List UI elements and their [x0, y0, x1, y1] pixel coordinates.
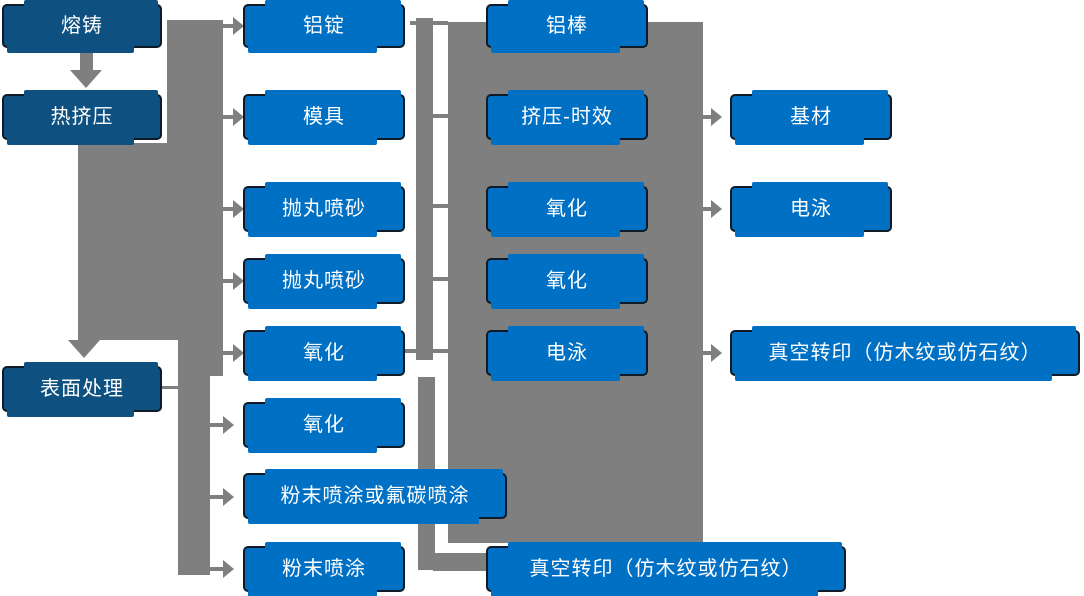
- arrow-to-electrophoresis-head-icon: [711, 200, 722, 218]
- connector-stub-shot-blast-1: [432, 204, 448, 208]
- node-melt-cast: 熔铸: [2, 0, 162, 53]
- node-vacuum-transfer-right: 真空转印（仿木纹或仿石纹）: [730, 326, 1080, 381]
- node-shot-blast-2: 抛丸喷砂: [243, 254, 405, 309]
- arrow-melt-to-extrusion-shaft: [80, 48, 93, 72]
- connector-band-extrusion-main: [78, 143, 223, 340]
- node-oxidation-3: 氧化: [486, 182, 648, 237]
- node-oxidation-1: 氧化: [243, 326, 405, 381]
- connector-stub-oxidation: [405, 349, 448, 353]
- node-surface-treatment: 表面处理: [2, 362, 162, 417]
- arrow-to-vacuum-right-tail: [703, 351, 711, 355]
- connector-band-melt-right: [167, 20, 223, 143]
- arrow-to-base-material-tail: [703, 115, 711, 119]
- arrow-to-powder-fluoro-head-icon: [223, 488, 234, 506]
- arrow-to-electrophoresis-tail: [703, 207, 711, 211]
- arrow-to-oxidation-2-head-icon: [223, 416, 234, 434]
- node-shot-blast-1: 抛丸喷砂: [243, 182, 405, 237]
- arrow-to-oxidation-1-head-icon: [233, 344, 244, 362]
- node-base-material: 基材: [730, 90, 892, 145]
- connector-band-mid-upper: [416, 18, 433, 360]
- node-powder-coating: 粉末喷涂: [243, 542, 405, 596]
- arrow-to-powder-head-icon: [223, 560, 234, 578]
- arrow-to-vacuum-right-head-icon: [711, 344, 722, 362]
- node-electrophoresis-1: 电泳: [486, 326, 648, 381]
- arrow-melt-to-extrusion-head-icon: [70, 70, 102, 88]
- connector-stub-mold: [432, 114, 448, 118]
- arrow-to-shot-blast-2-head-icon: [233, 272, 244, 290]
- node-electrophoresis-2: 电泳: [730, 182, 892, 237]
- arrow-to-al-ingot-tail: [223, 24, 233, 28]
- arrow-to-base-material-head-icon: [711, 108, 722, 126]
- node-powder-or-fluorocarbon: 粉末喷涂或氟碳喷涂: [243, 469, 507, 524]
- arrow-to-oxidation-1-tail: [223, 351, 233, 355]
- connector-stub-al-ingot: [410, 21, 448, 25]
- arrow-to-oxidation-2-tail: [210, 423, 223, 427]
- arrow-to-al-ingot-head-icon: [233, 17, 244, 35]
- node-al-rod: 铝棒: [486, 0, 648, 53]
- node-oxidation-4: 氧化: [486, 254, 648, 309]
- arrow-to-powder-fluoro-tail: [210, 495, 223, 499]
- arrow-to-shot-blast-1-head-icon: [233, 200, 244, 218]
- node-oxidation-2: 氧化: [243, 398, 405, 453]
- node-vacuum-transfer-bottom: 真空转印（仿木纹或仿石纹）: [486, 542, 846, 596]
- connector-stub-surface-link: [162, 386, 178, 389]
- connector-band-extrusion-tail: [178, 340, 223, 376]
- node-al-ingot: 铝锭: [243, 0, 405, 53]
- arrow-to-mold-tail: [223, 115, 233, 119]
- node-mold: 模具: [243, 90, 405, 145]
- arrow-to-shot-blast-2-tail: [223, 279, 233, 283]
- node-hot-extrusion: 热挤压: [2, 90, 162, 145]
- arrow-to-powder-tail: [210, 567, 223, 571]
- arrow-to-shot-blast-1-tail: [223, 207, 233, 211]
- connector-band-surface: [178, 376, 210, 575]
- node-extrusion-aging: 挤压-时效: [486, 90, 648, 145]
- connector-stub-vacuum-bottom: [433, 553, 488, 571]
- connector-stub-shot-blast-2: [432, 277, 448, 281]
- arrow-band-to-surface-head-icon: [68, 340, 100, 358]
- arrow-to-mold-head-icon: [233, 108, 244, 126]
